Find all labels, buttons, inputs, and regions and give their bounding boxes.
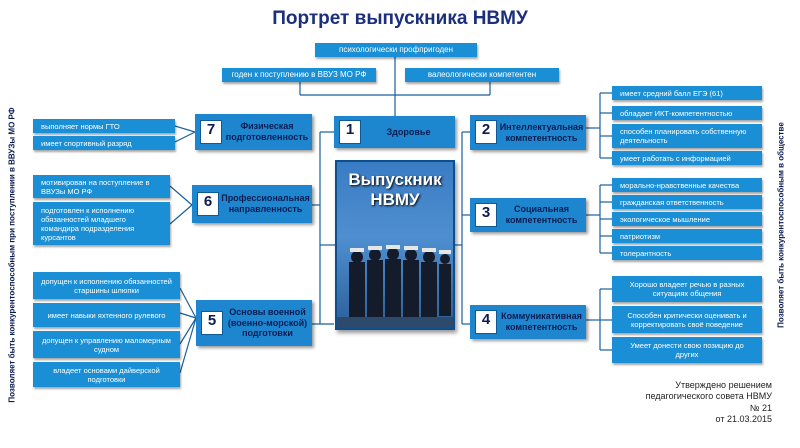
block-number: 1 <box>339 120 361 144</box>
leaf-position: Умеет донести свою позицию до других <box>612 337 762 363</box>
leaf-junior-commander: подготовлен к исполнению обязанностей мл… <box>33 202 170 245</box>
block-military: 5 Основы военной (военно-морской) подгот… <box>196 300 312 346</box>
leaf-critical: Способен критически оценивать и корректи… <box>612 306 762 333</box>
leaf-motivated: мотивирован на поступление в ВВУЗы МО РФ <box>33 175 170 198</box>
block-number: 2 <box>475 120 497 144</box>
right-side-caption: Позволяет быть конкурентоспособным в общ… <box>776 122 786 328</box>
block-label: Физическая подготовленность <box>225 121 309 142</box>
fit-for-university-box: годен к поступлению в ВВУЗ МО РФ <box>222 68 376 82</box>
approval-note: Утверждено решением педагогического сове… <box>572 380 772 425</box>
block-number: 3 <box>475 203 497 227</box>
block-health: 1 Здоровье <box>334 116 455 148</box>
block-physical: 7 Физическая подготовленность <box>195 114 312 150</box>
block-label: Профессиональная направленность <box>221 193 310 214</box>
leaf-exam-score: имеет средний балл ЕГЭ (61) <box>612 86 762 100</box>
leaf-tolerance: толерантность <box>612 246 762 260</box>
block-label: Интеллектуальная компетентность <box>499 121 584 143</box>
block-communicative: 4 Коммуникативная компетентность <box>470 305 586 339</box>
leaf-small-vessel: допущен к управлению маломерным судном <box>33 331 180 358</box>
leaf-yacht-helmsman: имеет навыки яхтенного рулевого <box>33 303 180 327</box>
approval-line3: № 21 <box>749 402 772 413</box>
leaf-patriotism: патриотизм <box>612 229 762 243</box>
approval-line1: Утверждено решением <box>675 380 772 390</box>
leaf-information: умеет работать с информацией <box>612 151 762 165</box>
block-number: 5 <box>201 311 223 335</box>
leaf-civic: гражданская ответственность <box>612 195 762 209</box>
leaf-speech: Хорошо владеет речью в разных ситуациях … <box>612 276 762 302</box>
leaf-sport-rank: имеет спортивный разряд <box>33 136 175 150</box>
leaf-moral: морально-нравственные качества <box>612 178 762 192</box>
psych-fit-box: психологически профпригоден <box>315 43 477 57</box>
approval-line2: педагогического совета НВМУ <box>645 391 772 402</box>
block-number: 4 <box>475 310 497 334</box>
graduate-title-line1: Выпускник <box>348 170 442 189</box>
leaf-diving: владеет основами дайверской подготовки <box>33 362 180 387</box>
leaf-gto: выполняет нормы ГТО <box>33 119 175 133</box>
block-label: Основы военной (военно-морской) подготов… <box>227 306 308 339</box>
valeology-box: валеологически компетентен <box>405 68 559 82</box>
leaf-plan-activity: способен планировать собственную деятель… <box>612 124 762 148</box>
block-intellectual: 2 Интеллектуальная компетентность <box>470 115 586 150</box>
block-label: Коммуникативная компетентность <box>501 311 582 332</box>
leaf-ict: обладает ИКТ-компетентностью <box>612 106 762 120</box>
cadets-illustration <box>337 245 453 328</box>
block-professional: 6 Профессиональная направленность <box>192 185 312 223</box>
left-side-caption: Позволяет быть конкурентоспособным при п… <box>7 107 17 403</box>
block-label: Социальная компетентность <box>505 204 578 225</box>
approval-line4: от 21.03.2015 <box>715 413 772 424</box>
leaf-boat-foreman: допущен к исполнению обязанностей старши… <box>33 272 180 299</box>
block-number: 7 <box>200 120 222 144</box>
graduate-photo: Выпускник НВМУ <box>335 160 455 330</box>
page-title: Портрет выпускника НВМУ <box>272 8 528 29</box>
block-number: 6 <box>197 192 219 216</box>
block-social: 3 Социальная компетентность <box>470 198 586 232</box>
leaf-ecology: экологическое мышление <box>612 212 762 226</box>
graduate-title-line2: НВМУ <box>370 189 420 209</box>
block-label: Здоровье <box>386 126 431 137</box>
